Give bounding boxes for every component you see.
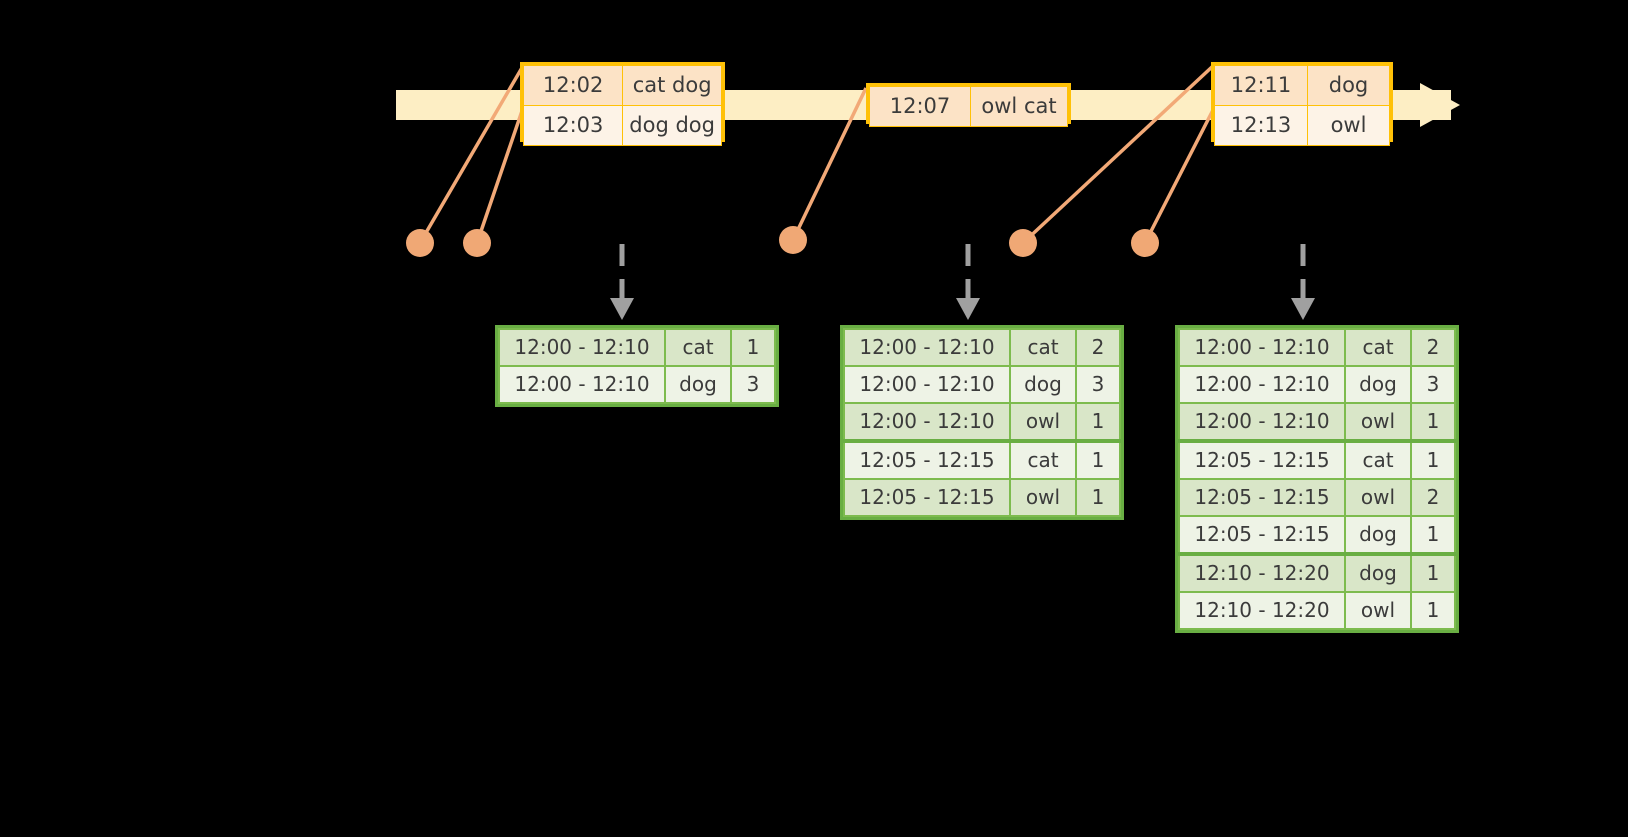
- result-key-cell: cat: [664, 328, 732, 367]
- result-count-cell: 1: [730, 328, 776, 367]
- result-count-cell: 1: [1410, 440, 1456, 480]
- event-time: 12:11: [1214, 65, 1308, 106]
- result-key-cell: cat: [1344, 328, 1412, 367]
- result-key-cell: cat: [1344, 440, 1412, 480]
- result-count-cell: 2: [1410, 328, 1456, 367]
- result-key-cell: owl: [1009, 478, 1077, 517]
- event-payload: cat dog: [622, 65, 722, 106]
- event-row[interactable]: 12:02 cat dog: [522, 65, 722, 106]
- result-window-cell: 12:00 - 12:10: [843, 328, 1011, 367]
- event-box-2[interactable]: 12:07 owl cat: [866, 83, 1071, 127]
- result-window-cell: 12:05 - 12:15: [1178, 478, 1346, 517]
- result-key-cell: dog: [1009, 365, 1077, 404]
- connector-dot-5: [1131, 229, 1159, 257]
- result-count-cell: 1: [1075, 478, 1121, 517]
- event-time: 12:13: [1214, 105, 1308, 146]
- result-window-cell: 12:00 - 12:10: [1178, 328, 1346, 367]
- event-payload: owl: [1307, 105, 1390, 146]
- result-key-cell: dog: [1344, 365, 1412, 404]
- result-window-cell: 12:10 - 12:20: [1178, 553, 1346, 593]
- connector-dot-3: [779, 226, 807, 254]
- event-box-1[interactable]: 12:02 cat dog 12:03 dog dog: [520, 62, 725, 146]
- result-count-cell: 1: [1410, 515, 1456, 556]
- result-key-cell: dog: [664, 365, 732, 404]
- result-window-cell: 12:00 - 12:10: [1178, 402, 1346, 443]
- result-key-cell: owl: [1344, 591, 1412, 630]
- result-key-cell: cat: [1009, 328, 1077, 367]
- event-row[interactable]: 12:03 dog dog: [522, 105, 722, 146]
- result-window-cell: 12:05 - 12:15: [1178, 515, 1346, 556]
- event-row[interactable]: 12:07 owl cat: [869, 86, 1068, 127]
- event-box-3[interactable]: 12:11 dog 12:13 owl: [1211, 62, 1393, 146]
- result-count-cell: 3: [730, 365, 776, 404]
- result-window-cell: 12:05 - 12:15: [843, 440, 1011, 480]
- event-payload: dog dog: [622, 105, 722, 146]
- event-payload: dog: [1307, 65, 1390, 106]
- result-window-cell: 12:10 - 12:20: [1178, 591, 1346, 630]
- connector-dot-1: [406, 229, 434, 257]
- result-key-cell: dog: [1344, 553, 1412, 593]
- event-time: 12:02: [522, 65, 624, 106]
- result-count-cell: 1: [1410, 553, 1456, 593]
- result-count-cell: 2: [1410, 478, 1456, 517]
- result-key-cell: cat: [1009, 440, 1077, 480]
- result-window-cell: 12:00 - 12:10: [498, 365, 666, 404]
- result-count-cell: 1: [1410, 591, 1456, 630]
- result-window-cell: 12:00 - 12:10: [1178, 365, 1346, 404]
- result-key-cell: owl: [1344, 402, 1412, 443]
- result-count-cell: 1: [1075, 402, 1121, 443]
- result-count-cell: 1: [1410, 402, 1456, 443]
- result-window-cell: 12:05 - 12:15: [843, 478, 1011, 517]
- event-payload: owl cat: [970, 86, 1068, 127]
- result-window-cell: 12:00 - 12:10: [843, 365, 1011, 404]
- event-time: 12:03: [522, 105, 624, 146]
- result-count-cell: 2: [1075, 328, 1121, 367]
- result-window-cell: 12:00 - 12:10: [843, 402, 1011, 443]
- event-time: 12:07: [869, 86, 971, 127]
- event-box-2-table: 12:07 owl cat: [869, 86, 1068, 127]
- result-count-cell: 1: [1075, 440, 1121, 480]
- connector-dot-2: [463, 229, 491, 257]
- result-window-cell: 12:05 - 12:15: [1178, 440, 1346, 480]
- event-box-3-table: 12:11 dog 12:13 owl: [1214, 65, 1390, 146]
- event-box-1-table: 12:02 cat dog 12:03 dog dog: [522, 65, 722, 146]
- event-row[interactable]: 12:13 owl: [1214, 105, 1390, 146]
- result-window-cell: 12:00 - 12:10: [498, 328, 666, 367]
- result-key-cell: owl: [1344, 478, 1412, 517]
- result-key-cell: dog: [1344, 515, 1412, 556]
- timeline-arrowhead-icon: [1420, 83, 1460, 127]
- result-count-cell: 3: [1075, 365, 1121, 404]
- event-row[interactable]: 12:11 dog: [1214, 65, 1390, 106]
- result-key-cell: owl: [1009, 402, 1077, 443]
- connector-dot-4: [1009, 229, 1037, 257]
- result-count-cell: 3: [1410, 365, 1456, 404]
